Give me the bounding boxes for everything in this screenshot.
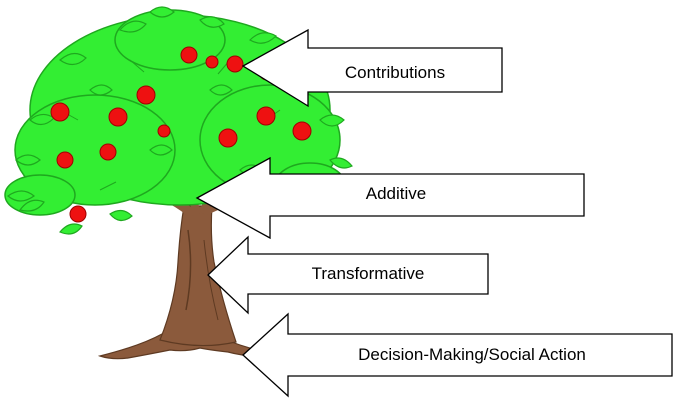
apple	[180, 46, 198, 64]
arrow-shape	[242, 312, 673, 398]
apple	[56, 151, 74, 169]
apple	[50, 102, 70, 122]
apple	[157, 124, 171, 138]
apple	[256, 106, 276, 126]
apple	[218, 128, 238, 148]
arrow-contributions: Contributions	[241, 28, 503, 108]
arrow-label-decision-making: Decision-Making/Social Action	[358, 345, 586, 364]
arrow-label-additive: Additive	[366, 184, 426, 203]
arrow-transformative: Transformative	[207, 235, 489, 315]
apple	[226, 55, 244, 73]
apple	[108, 107, 128, 127]
arrow-decision-making: Decision-Making/Social Action	[242, 312, 673, 398]
apple	[99, 143, 117, 161]
apple	[292, 121, 312, 141]
arrow-shape	[241, 28, 503, 108]
arrow-shape	[195, 156, 585, 240]
arrow-label-transformative: Transformative	[312, 264, 425, 283]
arrow-label-contributions: Contributions	[345, 63, 445, 82]
arrow-additive: Additive	[195, 156, 585, 240]
apple	[136, 85, 156, 105]
arrow-shape	[207, 235, 489, 315]
tree-trunk	[159, 205, 237, 347]
apple	[69, 205, 87, 223]
apple	[205, 55, 219, 69]
